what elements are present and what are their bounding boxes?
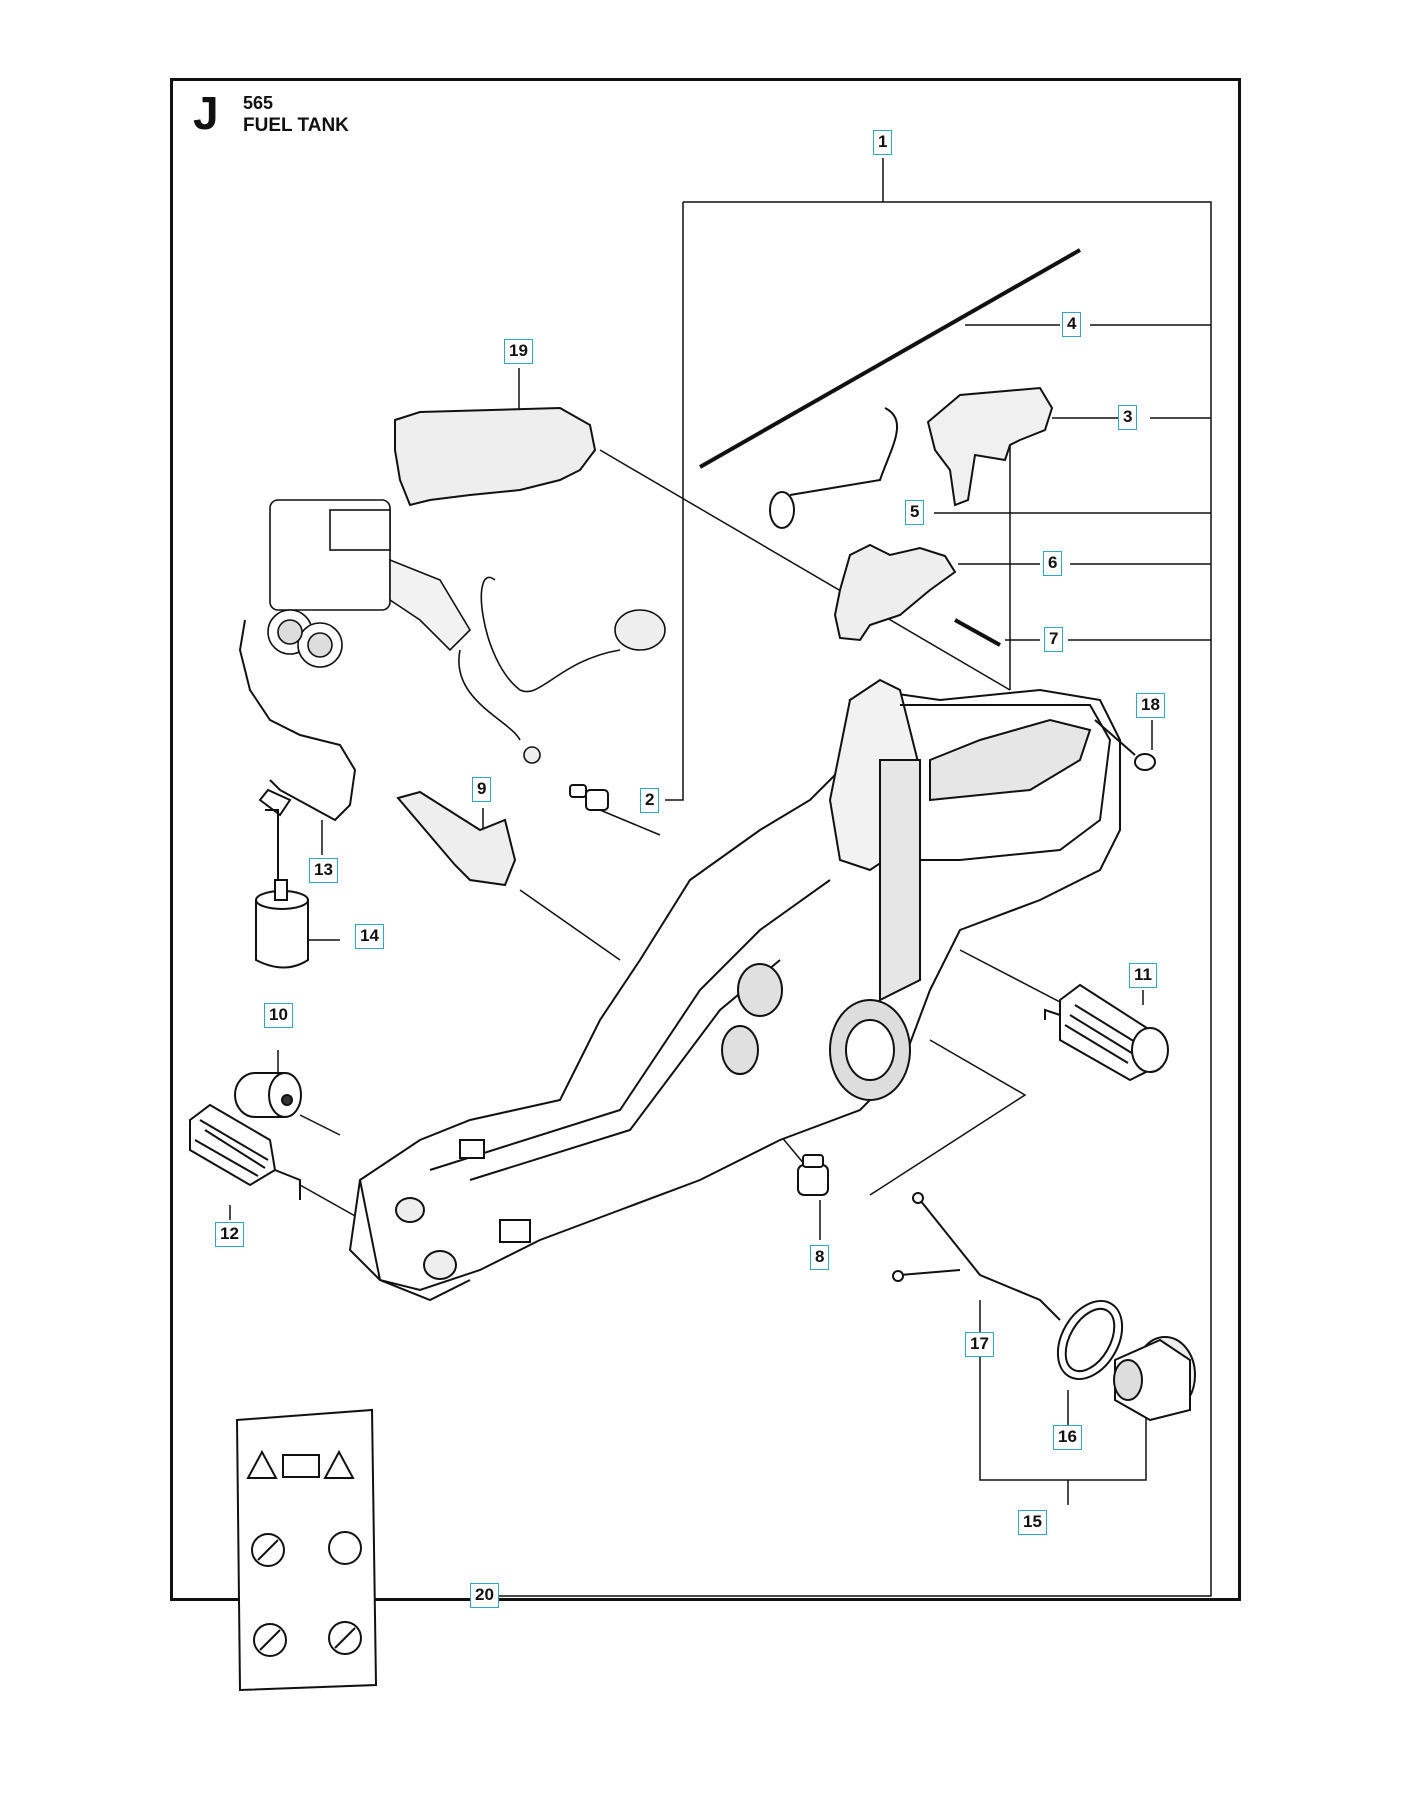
callout-8: 8 [810, 1245, 830, 1270]
section-letter: J [193, 87, 219, 139]
callout-5: 5 [905, 500, 925, 525]
part-5-spring [769, 407, 898, 529]
part-3-trigger [926, 386, 1054, 507]
part-16-ring [1056, 1300, 1124, 1380]
callout-1: 1 [873, 130, 893, 155]
assembly-line-2 [599, 809, 661, 836]
callout-18: 18 [1136, 693, 1165, 718]
part-2-nipple [569, 784, 609, 811]
part-12-spring [189, 1103, 301, 1200]
carburetor-context [267, 499, 666, 764]
part-19-shield [394, 406, 597, 507]
assembly-line-15a [869, 1039, 1027, 1196]
assembly-line-9 [519, 889, 621, 961]
part-9-cover [396, 790, 517, 887]
part-8-nipple [797, 1154, 829, 1196]
callout-2: 2 [640, 788, 660, 813]
part-14-fuel-filter [255, 879, 309, 969]
callout-17: 17 [965, 1332, 994, 1357]
diagram-frame [170, 78, 1241, 1601]
model-number: 565 [243, 93, 274, 113]
leader-2 [665, 202, 684, 801]
part-15-cap [1113, 1336, 1196, 1422]
callout-3: 3 [1118, 405, 1138, 430]
part-18-screw [1094, 719, 1156, 771]
callout-10: 10 [264, 1003, 293, 1028]
callout-20: 20 [470, 1583, 499, 1608]
part-17-pickup [892, 1192, 1061, 1321]
part-13-fuel-hose [238, 619, 357, 880]
part-7-pin [954, 618, 1001, 647]
callout-11: 11 [1129, 963, 1157, 988]
callout-4: 4 [1062, 312, 1082, 337]
part-11-spring [1044, 983, 1169, 1082]
part-10-buffer [234, 1072, 302, 1118]
assembly-line-8 [779, 1134, 806, 1166]
callout-13: 13 [309, 858, 338, 883]
assembly-line-10 [299, 1114, 341, 1136]
leader-15 [979, 1330, 1147, 1481]
fuel-tank-body [348, 678, 1121, 1302]
leader-1-bracket [498, 201, 1212, 1597]
callout-14: 14 [355, 924, 384, 949]
callout-15: 15 [1018, 1510, 1047, 1535]
part-20-decal [235, 1408, 378, 1692]
callout-16: 16 [1053, 1425, 1082, 1450]
callout-7: 7 [1044, 627, 1064, 652]
callout-6: 6 [1043, 551, 1063, 576]
part-4-rod [699, 248, 1081, 469]
part-6-lockout [833, 543, 957, 642]
callout-9: 9 [472, 777, 492, 802]
callout-12: 12 [215, 1222, 244, 1247]
assembly-line-19 [599, 449, 1011, 691]
callout-19: 19 [504, 339, 533, 364]
diagram-title: FUEL TANK [243, 115, 349, 136]
